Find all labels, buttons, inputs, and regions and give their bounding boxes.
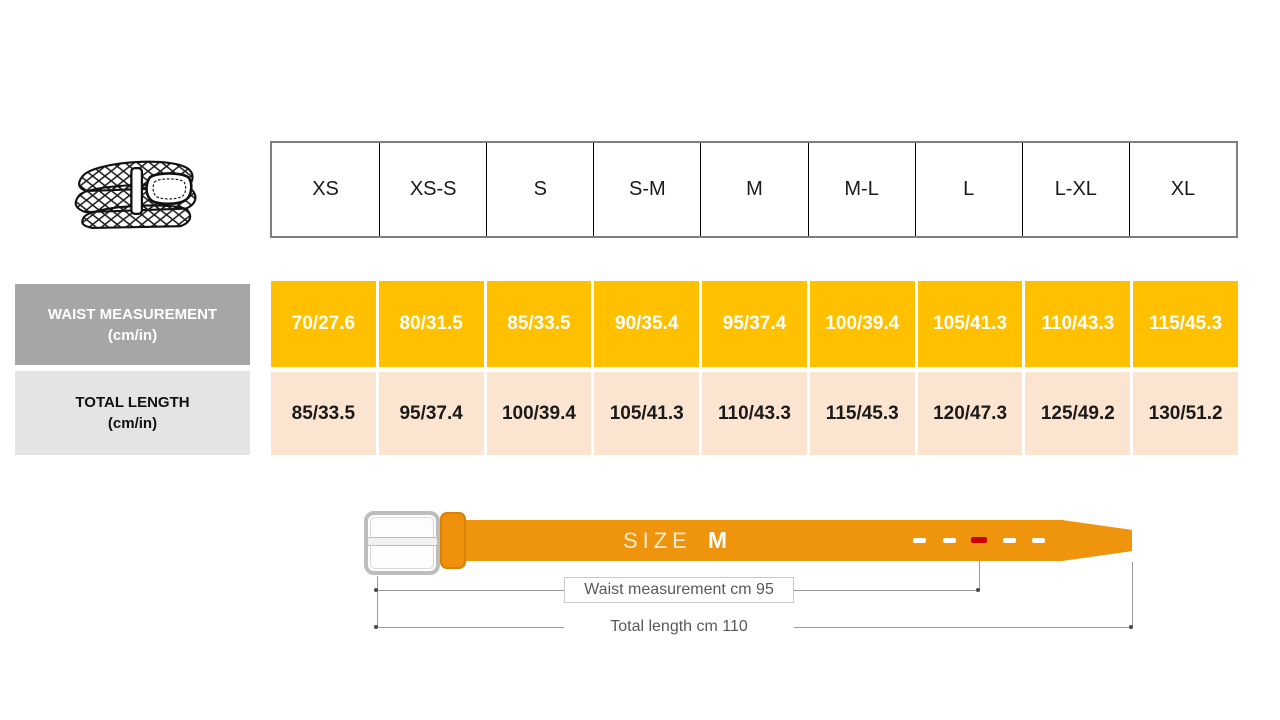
waist-cell: 110/43.3 <box>1025 281 1131 367</box>
waist-cell: 85/33.5 <box>486 281 592 367</box>
guide-line-buckle <box>377 576 378 628</box>
length-cell: 115/45.3 <box>809 372 915 455</box>
size-word-label: SIZE <box>622 527 692 553</box>
waist-row-label-text: WAIST MEASUREMENT <box>47 305 218 323</box>
size-col-header: XS-S <box>379 143 486 236</box>
belt-hole <box>913 538 926 543</box>
belt-hole <box>1032 538 1045 543</box>
size-col-header: S <box>486 143 593 236</box>
waist-measurement-caption: Waist measurement cm 95 <box>564 577 794 603</box>
length-cell: 105/41.3 <box>594 372 700 455</box>
belt-size-text: SIZE M <box>560 520 790 561</box>
length-cell: 85/33.5 <box>271 372 376 455</box>
waist-cell: 70/27.6 <box>271 281 376 367</box>
line-endpoint-dot <box>374 588 378 592</box>
waist-cell: 80/31.5 <box>378 281 484 367</box>
length-row-label-text: TOTAL LENGTH <box>75 394 190 411</box>
size-col-header: M <box>700 143 807 236</box>
waist-row-label: WAIST MEASUREMENT (cm/in) <box>15 284 250 365</box>
size-col-header: S-M <box>593 143 700 236</box>
guide-line-selected-hole <box>979 545 980 590</box>
belt-hole-selected <box>971 537 987 543</box>
length-cell: 125/49.2 <box>1025 372 1131 455</box>
length-cell: 100/39.4 <box>486 372 592 455</box>
waist-cell: 105/41.3 <box>917 281 1023 367</box>
waist-cell: 115/45.3 <box>1133 281 1238 367</box>
length-cell: 95/37.4 <box>378 372 484 455</box>
waist-values-row: 70/27.6 80/31.5 85/33.5 90/35.4 95/37.4 … <box>271 281 1238 367</box>
waist-cell: 95/37.4 <box>702 281 807 367</box>
length-cell: 110/43.3 <box>702 372 807 455</box>
braided-belt-icon <box>68 146 200 236</box>
belt-loop <box>440 512 466 569</box>
line-endpoint-dot <box>1129 625 1133 629</box>
size-col-header: L-XL <box>1021 143 1129 236</box>
size-col-header: L <box>914 143 1022 236</box>
waist-cell: 90/35.4 <box>594 281 700 367</box>
length-row-label-unit: (cm/in) <box>107 415 158 432</box>
belt-hole <box>1003 538 1016 543</box>
belt-strap <box>428 520 1062 561</box>
length-cell: 130/51.2 <box>1133 372 1238 455</box>
length-values-row: 85/33.5 95/37.4 100/39.4 105/41.3 110/43… <box>271 372 1238 455</box>
waist-row-label-unit: (cm/in) <box>107 326 158 344</box>
belt-buckle-prong <box>367 537 438 546</box>
length-row-label: TOTAL LENGTH (cm/in) <box>15 371 250 455</box>
size-chart-header-row: XS XS-S S S-M M M-L L L-XL XL <box>270 141 1238 238</box>
size-value-label: M <box>707 527 728 553</box>
length-cell: 120/47.3 <box>917 372 1023 455</box>
total-length-caption: Total length cm 110 <box>564 614 794 640</box>
guide-line-tip <box>1132 562 1133 628</box>
size-col-header: M-L <box>807 143 915 236</box>
belt-tip <box>1062 520 1132 561</box>
belt-hole <box>943 538 956 543</box>
size-col-header: XL <box>1128 143 1236 236</box>
line-endpoint-dot <box>976 588 980 592</box>
line-endpoint-dot <box>374 625 378 629</box>
waist-cell: 100/39.4 <box>809 281 915 367</box>
size-col-header: XS <box>312 178 339 200</box>
